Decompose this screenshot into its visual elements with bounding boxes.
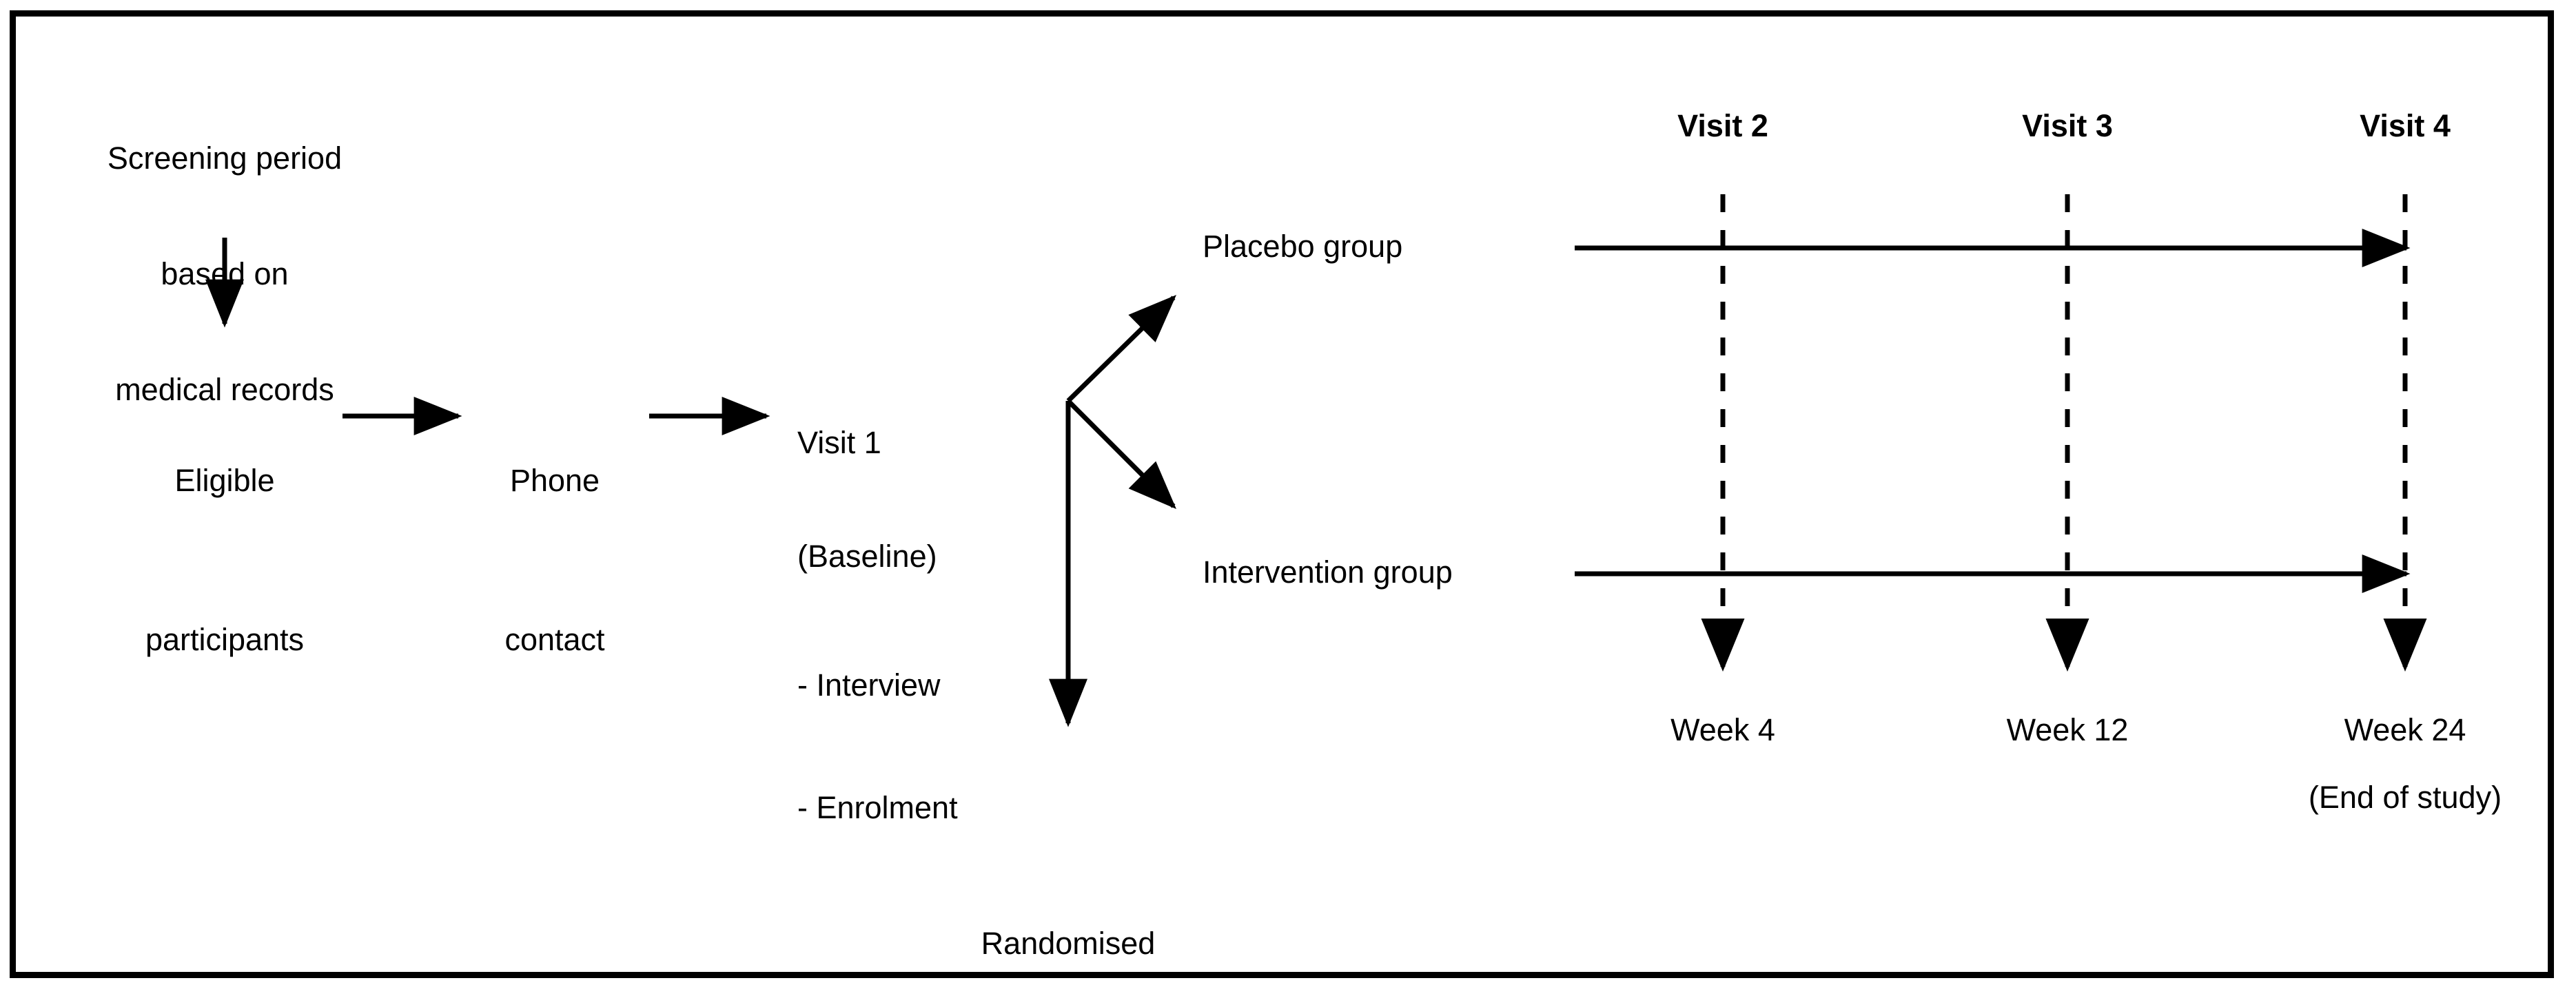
screening-line-1: Screening period <box>107 141 343 176</box>
timeline-visit-2-label: Visit 2 <box>1677 108 1768 143</box>
phone-line-1: Phone <box>509 463 600 498</box>
node-randomised-allocation: Randomised allocation <box>861 754 1275 996</box>
timeline-visit-3-week: Week 12 <box>2006 712 2129 747</box>
visit-1-subheading: (Baseline) <box>797 539 937 574</box>
visit-1-item-interview: - Interview <box>797 667 941 703</box>
eligible-line-2: participants <box>145 622 305 657</box>
timeline-visit-3-label: Visit 3 <box>2022 108 2113 143</box>
phone-line-2: contact <box>504 622 605 657</box>
node-visit-1: Visit 1 (Baseline) - Interview - Enrolme… <box>797 348 1094 902</box>
timeline-visit-4-label: Visit 4 <box>2360 108 2451 143</box>
screening-line-3: medical records <box>115 372 334 407</box>
visit-1-item-enrolment: - Enrolment <box>797 790 958 825</box>
randomised-line-1: Randomised <box>981 926 1156 961</box>
eligible-line-1: Eligible <box>174 463 275 498</box>
timeline-visit-2-week: Week 4 <box>1670 712 1775 747</box>
node-placebo-group: Placebo group <box>1203 229 1403 264</box>
diagram-frame <box>10 10 2554 978</box>
timeline-visit-4-note: (End of study) <box>2308 780 2502 815</box>
node-screening-period: Screening period based on medical record… <box>32 62 418 486</box>
node-phone-contact: Phone contact <box>410 348 699 772</box>
timeline-visit-4-week: Week 24 <box>2344 712 2466 747</box>
node-intervention-group: Intervention group <box>1203 554 1453 590</box>
visit-1-heading: Visit 1 <box>797 425 881 460</box>
screening-line-2: based on <box>161 256 289 291</box>
node-eligible-participants: Eligible participants <box>52 348 397 772</box>
